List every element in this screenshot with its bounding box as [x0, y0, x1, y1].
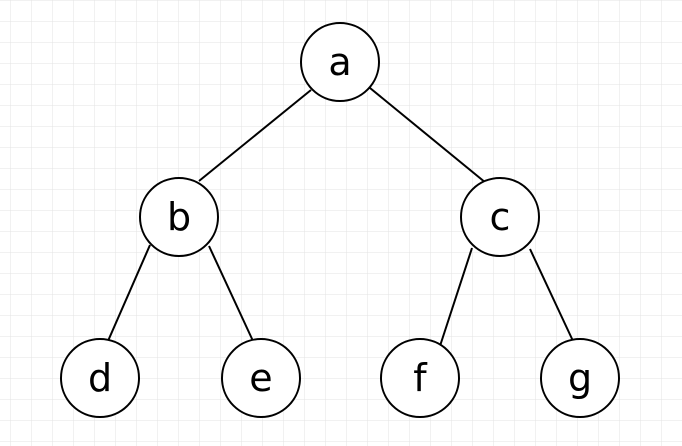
node-b: b: [139, 177, 219, 257]
node-e: e: [221, 338, 301, 418]
edge-a-c: [369, 87, 487, 184]
node-g: g: [540, 338, 620, 418]
node-d-circle: [60, 338, 140, 418]
edge-c-f: [439, 247, 473, 347]
edge-a-b: [198, 89, 312, 182]
node-a-label: a: [328, 40, 351, 84]
node-c-circle: [460, 177, 540, 257]
node-c: c: [460, 177, 540, 257]
edges-group: [107, 87, 574, 347]
node-a-circle: [300, 22, 380, 102]
node-d: d: [60, 338, 140, 418]
node-e-label: e: [249, 356, 272, 400]
edge-b-d: [107, 244, 151, 342]
node-f-circle: [380, 338, 460, 418]
node-d-label: d: [88, 356, 112, 400]
edge-c-g: [529, 248, 574, 342]
node-c-label: c: [490, 195, 511, 239]
node-f: f: [380, 338, 460, 418]
node-b-circle: [139, 177, 219, 257]
edge-b-e: [208, 245, 254, 342]
node-g-circle: [540, 338, 620, 418]
node-g-label: g: [568, 356, 592, 400]
node-f-label: f: [413, 356, 428, 400]
node-a: a: [300, 22, 380, 102]
node-b-label: b: [167, 195, 191, 239]
node-e-circle: [221, 338, 301, 418]
